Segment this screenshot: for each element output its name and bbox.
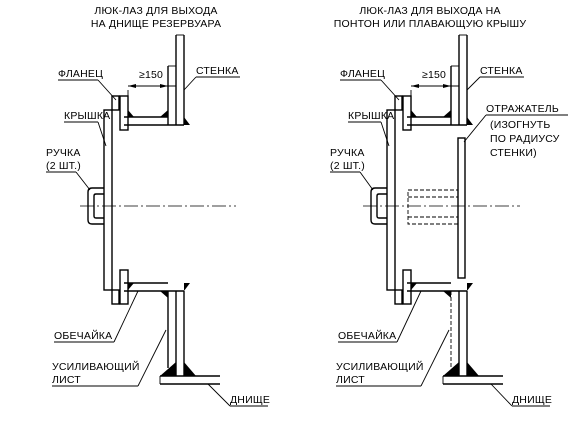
- right-reflector-label-line1: ОТРАЖАТЕЛЬ: [486, 103, 559, 115]
- left-flange-upper: [111, 95, 134, 131]
- left-dimension-label: ≥150: [139, 69, 163, 81]
- left-view: ЛЮК-ЛАЗ ДЛЯ ВЫХОДА НА ДНИЩЕ РЕЗЕРВУАРА: [46, 5, 270, 407]
- right-reflector-label-line3: ПО РАДИУСУ: [490, 133, 560, 145]
- left-reinforcing-label-line1: УСИЛИВАЮЩИЙ: [52, 360, 140, 373]
- left-wall-lower: [160, 291, 196, 376]
- right-bottom-plate: [442, 375, 503, 385]
- right-reflector: [457, 137, 466, 279]
- right-cover-label: КРЫШКА: [348, 110, 394, 122]
- left-shell-label: ОБЕЧАЙКА: [54, 329, 112, 342]
- right-wall-lower: [443, 291, 479, 376]
- right-reflector-label-line2: (ИЗОГНУТЬ: [490, 119, 550, 131]
- left-bottom-label: ДНИЩЕ: [230, 394, 270, 406]
- right-reflector-label-line4: СТЕНКИ): [490, 147, 537, 159]
- right-title-line2: ПОНТОН ИЛИ ПЛАВАЮЩУЮ КРЫШУ: [334, 18, 527, 30]
- right-spacer-tube: [407, 189, 459, 225]
- right-flange-upper: [394, 95, 417, 131]
- left-title-line2: НА ДНИЩЕ РЕЗЕРВУАРА: [91, 18, 221, 30]
- right-handle-label-line1: РУЧКА: [330, 147, 365, 159]
- left-reinforcing-label-line2: ЛИСТ: [52, 374, 81, 386]
- left-cover-label: КРЫШКА: [64, 110, 110, 122]
- left-title-line1: ЛЮК-ЛАЗ ДЛЯ ВЫХОДА: [94, 5, 217, 17]
- left-handle-label-line2: (2 ШТ.): [46, 160, 81, 172]
- left-wall-upper: [175, 34, 185, 125]
- right-bottom-label: ДНИЩЕ: [512, 394, 552, 406]
- left-shell-upper: [124, 110, 190, 126]
- left-flange-label: ФЛАНЕЦ: [58, 68, 103, 80]
- right-shell-label: ОБЕЧАЙКА: [338, 329, 396, 342]
- left-dimension: ≥150: [127, 69, 176, 98]
- right-wall-upper: [458, 34, 468, 125]
- right-reinforcing-label-line1: УСИЛИВАЮЩИЙ: [336, 360, 424, 373]
- left-flange-lower: [111, 269, 134, 305]
- right-cover: [386, 109, 396, 291]
- left-shell-lower: [124, 282, 190, 298]
- right-view: ЛЮК-ЛАЗ ДЛЯ ВЫХОДА НА ПОНТОН ИЛИ ПЛАВАЮЩ…: [330, 5, 568, 407]
- right-flange-label: ФЛАНЕЦ: [340, 68, 385, 80]
- right-flange-lower: [394, 269, 417, 305]
- right-dimension: ≥150: [410, 69, 459, 98]
- left-cover: [103, 109, 113, 291]
- left-handle-label-line1: РУЧКА: [46, 147, 81, 159]
- right-handle-label-line2: (2 ШТ.): [330, 160, 365, 172]
- right-shell-lower: [407, 282, 473, 298]
- right-dimension-label: ≥150: [422, 69, 446, 81]
- right-reinforcing-upper: [450, 65, 459, 125]
- left-wall-label: СТЕНКА: [196, 65, 239, 77]
- right-reinforcing-label-line2: ЛИСТ: [336, 374, 365, 386]
- right-title-line1: ЛЮК-ЛАЗ ДЛЯ ВЫХОДА НА: [359, 5, 500, 17]
- left-reinforcing-upper: [167, 65, 176, 125]
- right-wall-label: СТЕНКА: [480, 65, 523, 77]
- right-shell-upper: [407, 110, 473, 126]
- left-bottom-plate: [159, 375, 220, 385]
